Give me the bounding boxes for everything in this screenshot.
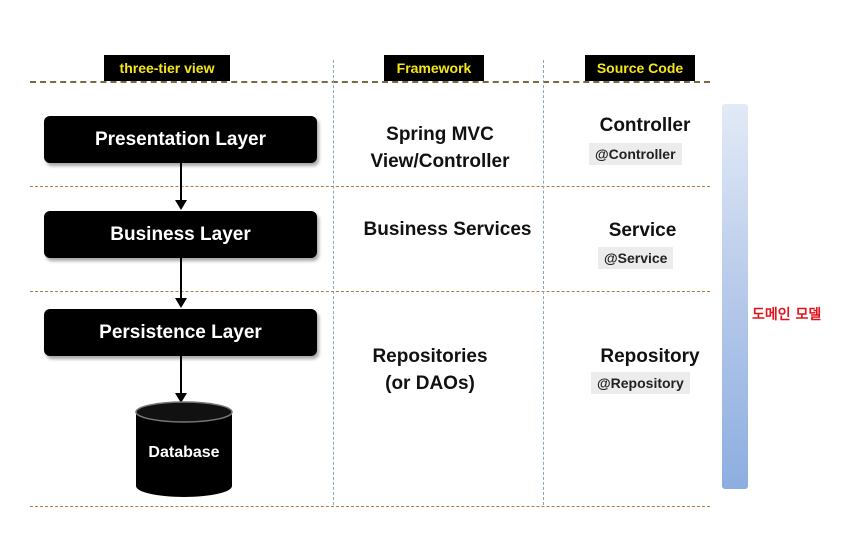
framework-view-controller: View/Controller: [370, 151, 510, 172]
presentation-layer-label: Presentation Layer: [94, 128, 267, 150]
persistence-layer-box: Persistence Layer: [44, 309, 317, 356]
framework-presentation: Spring MVC View/Controller: [340, 121, 540, 175]
header-three-tier-view: three-tier view: [104, 55, 230, 81]
framework-business-services: Business Services: [363, 219, 532, 240]
source-repository: Repository: [600, 346, 700, 367]
bottom-divider: [30, 506, 710, 507]
header-source-code: Source Code: [585, 55, 695, 81]
controller-annotation: @Controller: [589, 143, 682, 165]
business-layer-box: Business Layer: [44, 211, 317, 258]
source-controller: Controller: [599, 115, 691, 136]
business-layer-label: Business Layer: [110, 223, 251, 245]
framework-persistence: Repositories (or DAOs): [340, 343, 520, 397]
column-divider-2: [543, 60, 544, 505]
framework-or-daos: (or DAOs): [385, 373, 475, 394]
column-divider-1: [333, 60, 334, 505]
source-service: Service: [608, 220, 677, 241]
domain-model-bar: [722, 104, 748, 489]
presentation-layer-box: Presentation Layer: [44, 116, 317, 163]
repository-annotation: @Repository: [591, 372, 690, 394]
persistence-layer-label: Persistence Layer: [99, 321, 262, 343]
row-divider-2: [30, 291, 710, 292]
framework-repositories: Repositories: [372, 346, 488, 367]
database-cylinder-icon: [135, 401, 233, 497]
service-annotation: @Service: [598, 247, 674, 269]
header-divider: [30, 81, 710, 83]
framework-spring-mvc: Spring MVC: [386, 124, 494, 145]
row-divider-1: [30, 186, 710, 187]
database-label: Database: [148, 444, 220, 461]
domain-model-label: 도메인 모델: [752, 307, 822, 323]
header-framework: Framework: [384, 55, 484, 81]
